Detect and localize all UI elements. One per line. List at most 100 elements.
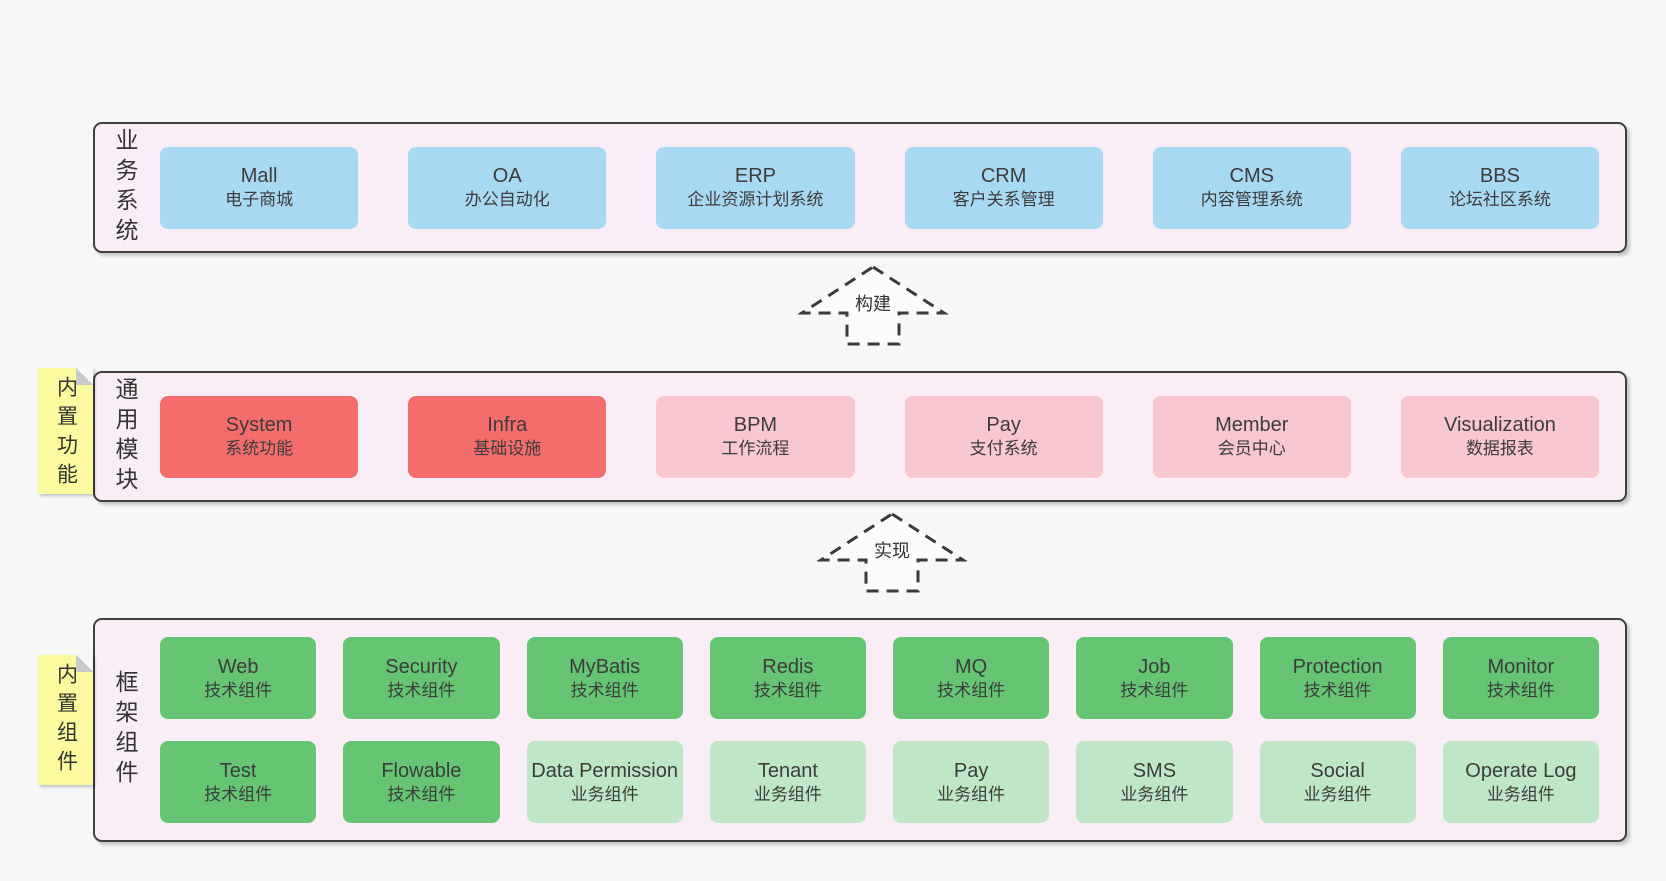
component-name: Pay [986, 414, 1021, 437]
component-description: 支付系统 [969, 439, 1038, 459]
component-description: 业务组件 [937, 784, 1006, 804]
component-name: OA [492, 165, 522, 188]
component-name: CRM [980, 165, 1027, 188]
component-description: 工作流程 [721, 439, 790, 459]
component-description: 业务组件 [1120, 784, 1189, 804]
component-name: Mall [240, 165, 278, 188]
component-description: 技术组件 [204, 784, 273, 804]
component-description: 技术组件 [1120, 680, 1189, 700]
component-name: Visualization [1443, 414, 1556, 437]
component-description: 业务组件 [570, 784, 639, 804]
section-label-framework-components: 框架组件 [112, 670, 138, 790]
component-name: BBS [1479, 165, 1520, 188]
component-name: Test [219, 759, 257, 782]
component-name: Operate Log [1465, 759, 1577, 782]
component-name: Monitor [1487, 655, 1555, 678]
component-description: 客户关系管理 [952, 190, 1055, 210]
component-description: 业务组件 [753, 784, 822, 804]
component-name: Job [1138, 655, 1171, 678]
component-name: Security [385, 655, 458, 678]
sticky-note-built-in-components: 内置组件 [38, 655, 93, 785]
component-description: 技术组件 [204, 680, 273, 700]
component-name: Flowable [381, 759, 462, 782]
component-description: 会员中心 [1217, 439, 1286, 459]
component-description: 系统功能 [225, 439, 294, 459]
component-description: 技术组件 [1486, 680, 1555, 700]
component-name: MQ [955, 655, 988, 678]
component-name: System [225, 414, 293, 437]
component-name: Data Permission [531, 759, 678, 782]
arrow-build-label: 构建 [852, 290, 894, 316]
section-label-business-systems: 业务系统 [112, 127, 138, 248]
sticky-note-built-in-features: 内置功能 [38, 368, 93, 494]
component-name: Social [1310, 759, 1365, 782]
component-name: Infra [487, 414, 528, 437]
component-name: Pay [953, 759, 989, 782]
component-description: 内容管理系统 [1200, 190, 1303, 210]
component-description: 论坛社区系统 [1448, 190, 1551, 210]
component-name: Redis [762, 655, 814, 678]
component-name: CMS [1229, 165, 1274, 188]
component-description: 技术组件 [387, 680, 456, 700]
component-description: 业务组件 [1486, 784, 1555, 804]
component-description: 技术组件 [937, 680, 1006, 700]
component-description: 技术组件 [387, 784, 456, 804]
arrow-build: 构建 [798, 263, 948, 348]
component-description: 技术组件 [570, 680, 639, 700]
component-description: 基础设施 [473, 439, 542, 459]
sticky-note-built-in-features-label: 内置功能 [54, 376, 78, 492]
component-description: 技术组件 [1303, 680, 1372, 700]
component-name: ERP [734, 165, 776, 188]
arrow-implement: 实现 [817, 510, 967, 595]
component-name: Tenant [757, 759, 818, 782]
component-description: 业务组件 [1303, 784, 1372, 804]
arrow-implement-label: 实现 [871, 537, 913, 563]
sticky-note-built-in-components-label: 内置组件 [54, 663, 78, 779]
section-label-common-modules: 通用模块 [112, 376, 138, 497]
component-name: MyBatis [569, 655, 641, 678]
component-description: 办公自动化 [464, 190, 550, 210]
component-name: BPM [733, 414, 778, 437]
component-name: SMS [1132, 759, 1177, 782]
component-description: 电子商城 [225, 190, 294, 210]
component-name: Web [217, 655, 259, 678]
